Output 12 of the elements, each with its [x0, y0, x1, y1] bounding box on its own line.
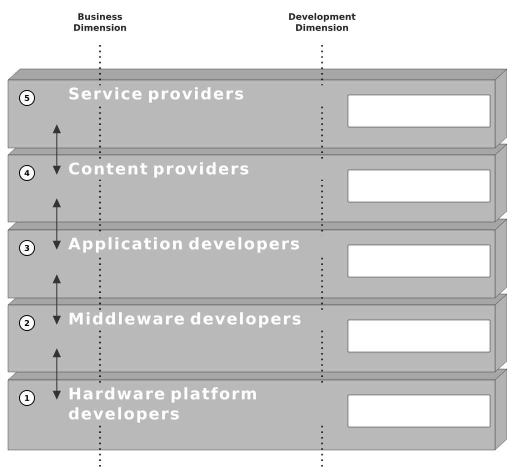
axis-heading: Business Dimension	[74, 13, 126, 31]
layer-label: 1 Hardware platform developers	[19, 385, 330, 425]
layer-label: 2 Middleware developers	[19, 310, 330, 331]
axis-heading: Development Dimension	[289, 13, 356, 31]
company-box	[348, 94, 490, 128]
company-box	[348, 244, 490, 278]
layer-label: 3 Application developers	[19, 235, 330, 256]
company-box	[348, 320, 490, 352]
layer-label: 5 Service providers	[19, 85, 330, 106]
company-box	[348, 170, 490, 202]
layer-label: 4 Content providers	[19, 160, 330, 181]
company-box	[348, 394, 490, 428]
